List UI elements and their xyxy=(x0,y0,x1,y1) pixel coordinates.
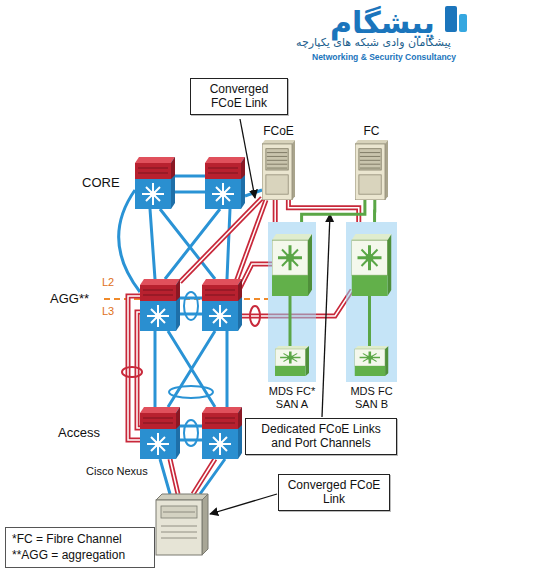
art-part xyxy=(445,6,457,32)
storage-icon xyxy=(262,140,295,200)
callout-box: Converged FCoE Link xyxy=(190,78,288,115)
link-group xyxy=(374,200,375,222)
footnote-text: **AGG = aggregation xyxy=(12,548,148,564)
agg-access-link xyxy=(155,331,227,407)
mds-fabric-switch xyxy=(355,346,389,376)
device-label: Cisco Nexus xyxy=(86,465,148,477)
art-part xyxy=(156,500,202,555)
logo-subtitle: پیشگامان وادی شبکه های یکپارچه xyxy=(296,36,451,49)
footnote-text: *FC = Fibre Channel xyxy=(12,532,148,548)
link-group xyxy=(275,200,276,222)
mds-switch-group xyxy=(268,222,316,382)
port-channel-oval xyxy=(184,292,198,320)
port-channel-oval xyxy=(184,420,198,446)
callout-box: Dedicated FCoE Links and Port Channels xyxy=(245,418,397,455)
link-group xyxy=(288,200,358,222)
mds-switch-group xyxy=(346,222,397,382)
access-switch xyxy=(140,407,180,459)
logo-mark xyxy=(445,6,467,32)
mds-director-switch xyxy=(352,234,392,296)
fc-link xyxy=(373,200,376,222)
aggregation-switch xyxy=(140,279,180,331)
layer-label: AGG** xyxy=(50,291,89,306)
core-switch xyxy=(205,157,245,209)
layer-boundary-label: L3 xyxy=(102,305,114,317)
access-switch xyxy=(202,407,242,459)
fcoe-storage: FCoE xyxy=(262,140,295,200)
fcoe-link-center xyxy=(288,200,358,222)
layer-label: CORE xyxy=(82,175,120,190)
art-part xyxy=(161,512,197,538)
mds-fabric-switch xyxy=(275,346,309,376)
san-fabric-band: MDS FC* SAN A xyxy=(268,222,316,382)
logo-subtitle: Networking & Security Consultancy xyxy=(312,52,456,62)
callout-box: Converged FCoE Link xyxy=(278,474,390,511)
device-label: FCoE xyxy=(263,124,294,138)
storage-array xyxy=(262,140,295,200)
port-channel-oval xyxy=(250,306,260,326)
callout-text: Dedicated FCoE Links and Port Channels xyxy=(250,422,392,451)
device-label: MDS FC* SAN A xyxy=(259,385,325,410)
device-label: FC xyxy=(364,124,380,138)
link-group xyxy=(302,200,365,222)
footnote-box: *FC = Fibre Channel**AGG = aggregation xyxy=(5,527,155,568)
core-switch xyxy=(135,157,175,209)
aggregation-switch xyxy=(202,279,242,331)
storage-array xyxy=(355,140,388,200)
mds-director-switch xyxy=(272,234,312,296)
callout-arrow xyxy=(210,494,277,514)
fc-link xyxy=(368,294,371,346)
storage-icon xyxy=(355,140,388,200)
callout-text: Converged FCoE Link xyxy=(195,82,283,111)
ethernet-links xyxy=(119,176,262,494)
device-label: MDS FC SAN B xyxy=(339,385,405,410)
art-part xyxy=(459,14,467,32)
callout-arrow xyxy=(240,119,255,198)
art-part xyxy=(156,494,208,500)
server xyxy=(156,494,208,555)
fc-link xyxy=(302,200,365,222)
fc-link xyxy=(289,294,292,346)
layer-label: Access xyxy=(58,425,100,440)
logo-text: پیشگام xyxy=(330,5,435,40)
art-part xyxy=(202,494,208,555)
port-channel-oval xyxy=(122,367,142,377)
callout-text: Converged FCoE Link xyxy=(283,478,385,507)
fcoe-link-center xyxy=(274,200,276,222)
layer-boundary-label: L2 xyxy=(102,276,114,288)
fc-storage: FC xyxy=(355,140,388,200)
fcoe-link xyxy=(273,200,278,222)
san-fabric-band: MDS FC SAN B xyxy=(346,222,397,382)
fcoe-link xyxy=(288,200,358,222)
access-server-link xyxy=(160,459,225,494)
callout-arrow xyxy=(322,214,330,417)
port-channel-oval xyxy=(169,386,213,398)
core-link xyxy=(175,176,205,192)
